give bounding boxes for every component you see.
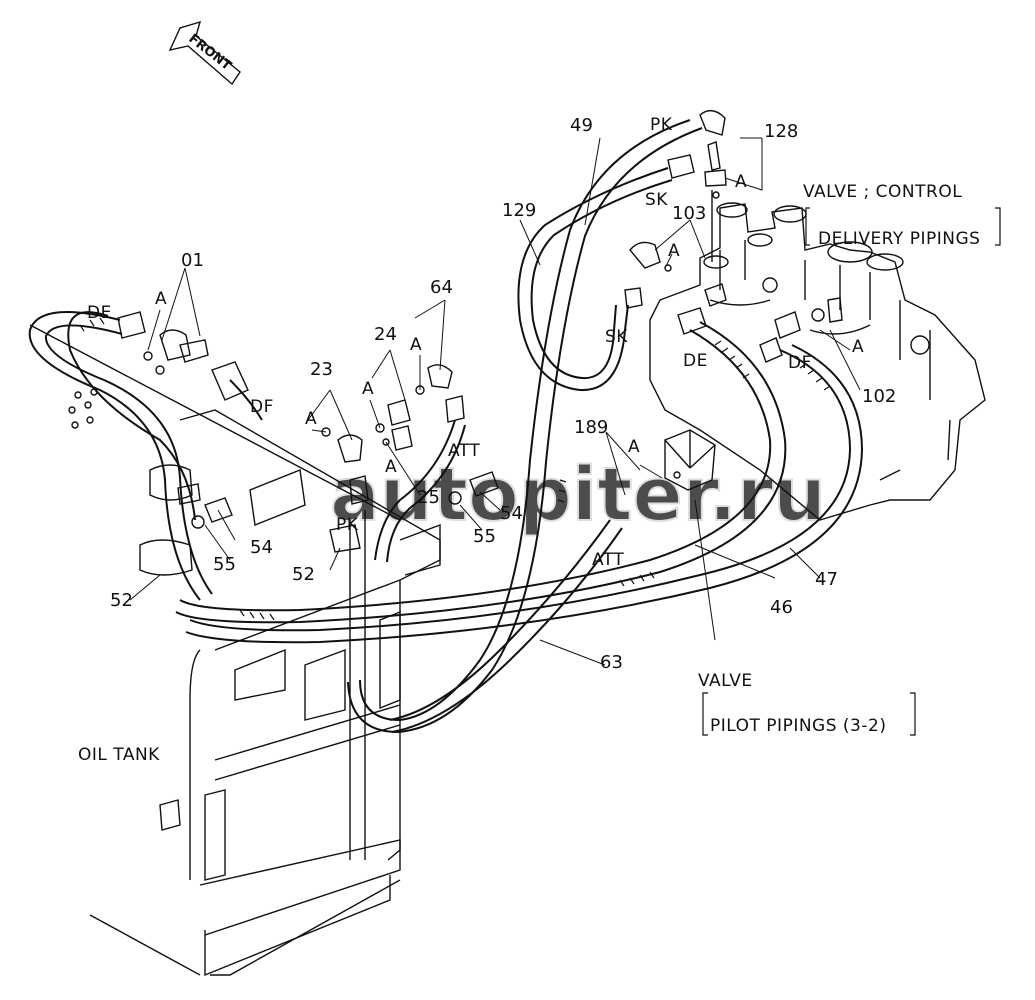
title-valve-control: VALVE ; CONTROL (803, 182, 962, 202)
detail-mark-a: A (305, 409, 317, 429)
part-number-54: 54 (500, 503, 523, 524)
part-number-103: 103 (672, 203, 706, 224)
hose-46-47 (175, 321, 864, 644)
title-pilot-pipings: PILOT PIPINGS (3-2) (710, 716, 886, 736)
part-number-54: 54 (250, 537, 273, 558)
part-number-25: 25 (417, 487, 440, 508)
part-number-49: 49 (570, 115, 593, 136)
clamps-52 (139, 464, 361, 576)
control-valve-block (649, 202, 986, 521)
hose-63 (389, 519, 623, 733)
port-de-left: DE (87, 303, 112, 323)
front-arrow-icon: FRONT (168, 20, 241, 86)
fittings-01 (117, 311, 249, 401)
detail-mark-a: A (735, 172, 747, 192)
part-number-55: 55 (473, 526, 496, 547)
title-oil-tank: OIL TANK (78, 745, 160, 765)
fittings-23-24-25 (321, 364, 465, 505)
detail-mark-a: A (155, 289, 167, 309)
label-brackets (702, 207, 1001, 736)
part-number-23: 23 (310, 359, 333, 380)
port-sk-top: SK (645, 190, 668, 210)
port-sk-mid: SK (605, 327, 628, 347)
port-pk-top: PK (650, 115, 673, 135)
port-df-left: DF (250, 397, 274, 417)
part-number-52: 52 (292, 564, 315, 585)
front-label: FRONT (186, 31, 234, 73)
detail-mark-a: A (410, 335, 422, 355)
detail-mark-a: A (362, 379, 374, 399)
bolts-54-55 (191, 471, 499, 529)
part-number-189: 189 (574, 417, 608, 438)
part-number-46: 46 (770, 597, 793, 618)
detail-mark-a: A (628, 437, 640, 457)
part-number-24: 24 (374, 324, 397, 345)
title-valve: VALVE (698, 671, 753, 691)
hose-mid (229, 379, 466, 563)
detail-mark-a: A (385, 457, 397, 477)
hose-left-loop (28, 311, 213, 601)
port-att-mid: ATT (448, 441, 480, 461)
detail-mark-a: A (668, 241, 680, 261)
hose-reinforcement-hatching (79, 317, 831, 621)
port-df-right: DF (788, 353, 812, 373)
part-number-52: 52 (110, 590, 133, 611)
part-number-129: 129 (502, 200, 536, 221)
oil-tank (29, 324, 441, 977)
port-att-low: ATT (592, 550, 624, 570)
port-de-right: DE (683, 351, 708, 371)
valve-fittings (624, 110, 843, 479)
title-delivery-pipings: DELIVERY PIPINGS (818, 229, 980, 249)
part-number-55: 55 (213, 554, 236, 575)
hose-129 (517, 167, 673, 392)
part-number-63: 63 (600, 652, 623, 673)
part-number-128: 128 (764, 121, 798, 142)
port-pk-low: PK (336, 515, 359, 535)
part-number-47: 47 (815, 569, 838, 590)
mounting-holes (68, 388, 98, 429)
detail-mark-a: A (852, 337, 864, 357)
part-number-102: 102 (862, 386, 896, 407)
valve-connector-box (664, 429, 716, 491)
part-number-01: 01 (181, 250, 204, 271)
part-number-64: 64 (430, 277, 453, 298)
leader-lines (129, 137, 861, 666)
